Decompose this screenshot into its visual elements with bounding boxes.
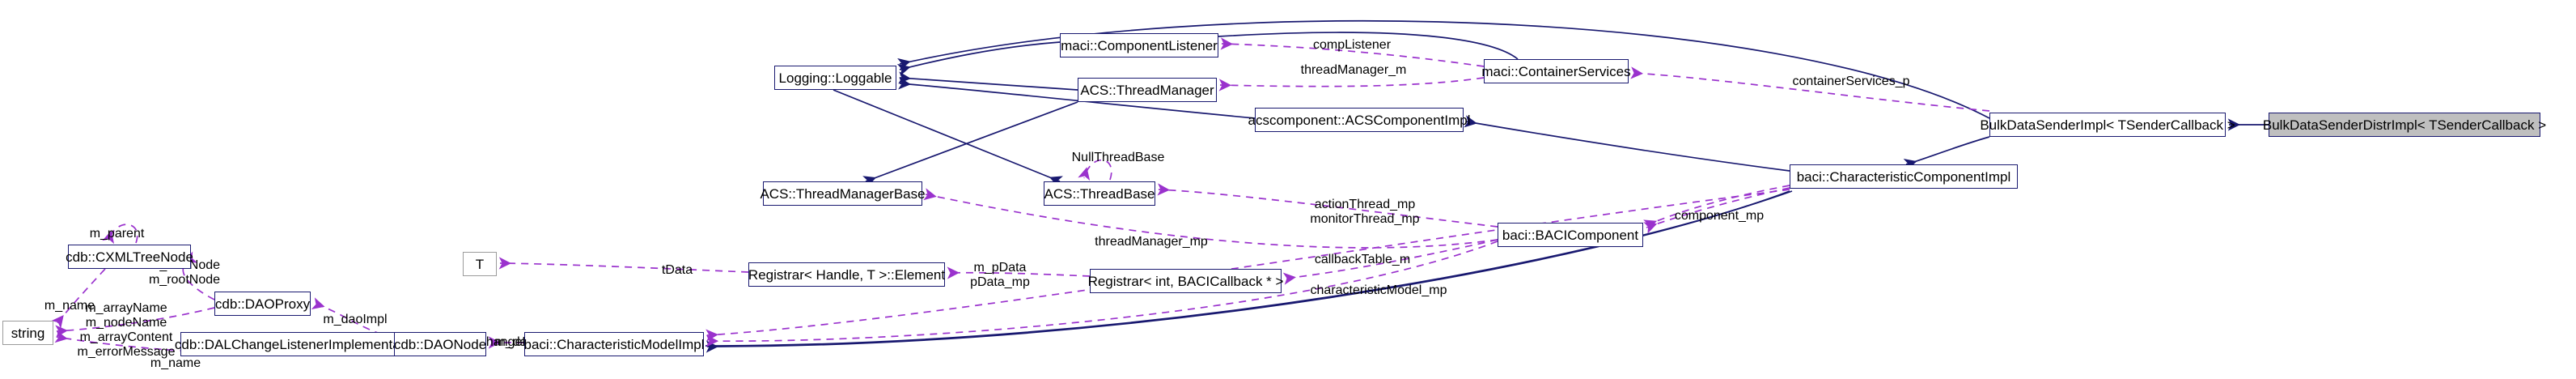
class-node-label: string [11,325,45,341]
class-node-cdb_daoproxy[interactable]: cdb::DAOProxy [214,292,311,316]
class-node-label: BulkDataSenderDistrImpl< TSenderCallback… [2262,117,2547,133]
class-node-cdb_dalchangelistenerimpl[interactable]: cdb::DALChangeListenerImplementation [175,332,422,356]
class-node-acscomponent_acscomponentimpl[interactable]: acscomponent::ACSComponentImpl [1248,108,1471,132]
class-node-string[interactable]: string [2,321,53,345]
class-node-registrar_handle_t_element[interactable]: Registrar< Handle, T >::Element [748,262,945,287]
class-node-label: Registrar< Handle, T >::Element [748,266,946,283]
class-node-baci_characteristiccomponentimpl[interactable]: baci::CharacteristicComponentImpl [1790,164,2018,189]
edge-label-containerservices_p: containerServices_p [1792,75,1910,88]
class-node-baci_bacicomponent[interactable]: baci::BACIComponent [1498,223,1643,247]
edge-label-m_parent: m_parent [89,227,145,241]
class-node-label: ACS::ThreadManager [1080,82,1214,98]
class-node-label: maci::ContainerServices [1481,63,1631,79]
class-node-maci_componentlistener[interactable]: maci::ComponentListener [1060,33,1218,57]
class-node-label: ACS::ThreadManagerBase [760,185,926,202]
class-node-cdb_daonode[interactable]: cdb::DAONode [394,332,486,356]
edge-label-nullthreadbase: NullThreadBase [1071,151,1165,164]
class-node-acs_threadmanager[interactable]: ACS::ThreadManager [1078,78,1217,102]
edge-label-m_pdata: m_pData pData_mp [970,261,1030,289]
edge-label-callbacktable_m: callbackTable_m [1314,253,1411,266]
class-node-acs_threadbase[interactable]: ACS::ThreadBase [1044,181,1155,206]
class-node-label: baci::CharacteristicModelImpl [523,336,705,352]
edge-label-complistener: compListener [1312,38,1392,52]
edge-label-threadmanager_m: threadManager_m [1300,63,1407,77]
class-node-label: baci::CharacteristicComponentImpl [1796,168,2011,185]
edge-label-m_arrayname_block: m_arrayName m_nodeName m_arrayContent m_… [77,301,176,359]
class-node-label: Logging::Loggable [778,70,892,86]
class-node-label: acscomponent::ACSComponentImpl [1248,112,1471,128]
edge-label-component_mp: component_mp [1674,209,1765,223]
class-node-registrar_int_bacicallback[interactable]: Registrar< int, BACICallback * > [1087,269,1284,293]
edge-label-actionthread_mp: actionThread_mp monitorThread_mp [1310,198,1420,226]
edge-label-m_name_bottom: m_name [150,356,201,370]
class-node-label: ACS::ThreadBase [1044,185,1155,202]
edge-label-characteristicmodel_mp: characteristicModel_mp [1310,283,1447,297]
class-node-label: baci::BACIComponent [1502,227,1639,243]
class-node-acs_threadmanagerbase[interactable]: ACS::ThreadManagerBase [760,181,926,206]
usage-edges [51,37,1990,356]
class-node-bulkdatasenderdistrimpl[interactable]: BulkDataSenderDistrImpl< TSenderCallback… [2263,113,2546,137]
class-node-baci_characteristicmodelimpl[interactable]: baci::CharacteristicModelImpl [524,332,704,356]
class-node-label: cdb::DAOProxy [214,296,311,312]
edge-label-threadmanager_mp: threadManager_mp [1095,235,1208,249]
class-node-label: maci::ComponentListener [1061,37,1218,53]
edge-label-m_name_left: m_name [44,299,95,313]
class-node-logging_loggable[interactable]: Logging::Loggable [774,66,896,90]
class-node-maci_containerservices[interactable]: maci::ContainerServices [1481,59,1631,83]
class-node-label: BulkDataSenderImpl< TSenderCallback > [1980,117,2235,133]
class-node-t_template[interactable]: T [463,252,497,276]
edge-label-tdata: tData [661,263,693,277]
class-node-bulkdatasenderimpl[interactable]: BulkDataSenderImpl< TSenderCallback > [1980,113,2235,137]
class-node-label: Registrar< int, BACICallback * > [1087,273,1284,289]
class-node-cdb_cxmltreenode[interactable]: cdb::CXMLTreeNode [66,245,193,269]
edge-label-m_daoimpl: m_daoImpl [323,313,388,326]
class-node-label: cdb::DALChangeListenerImplementation [174,336,423,352]
inheritance-edges [705,20,2269,353]
class-node-label: cdb::CXMLTreeNode [66,249,193,265]
class-node-label: cdb::DAONode [393,336,487,352]
class-node-label: T [475,256,485,272]
